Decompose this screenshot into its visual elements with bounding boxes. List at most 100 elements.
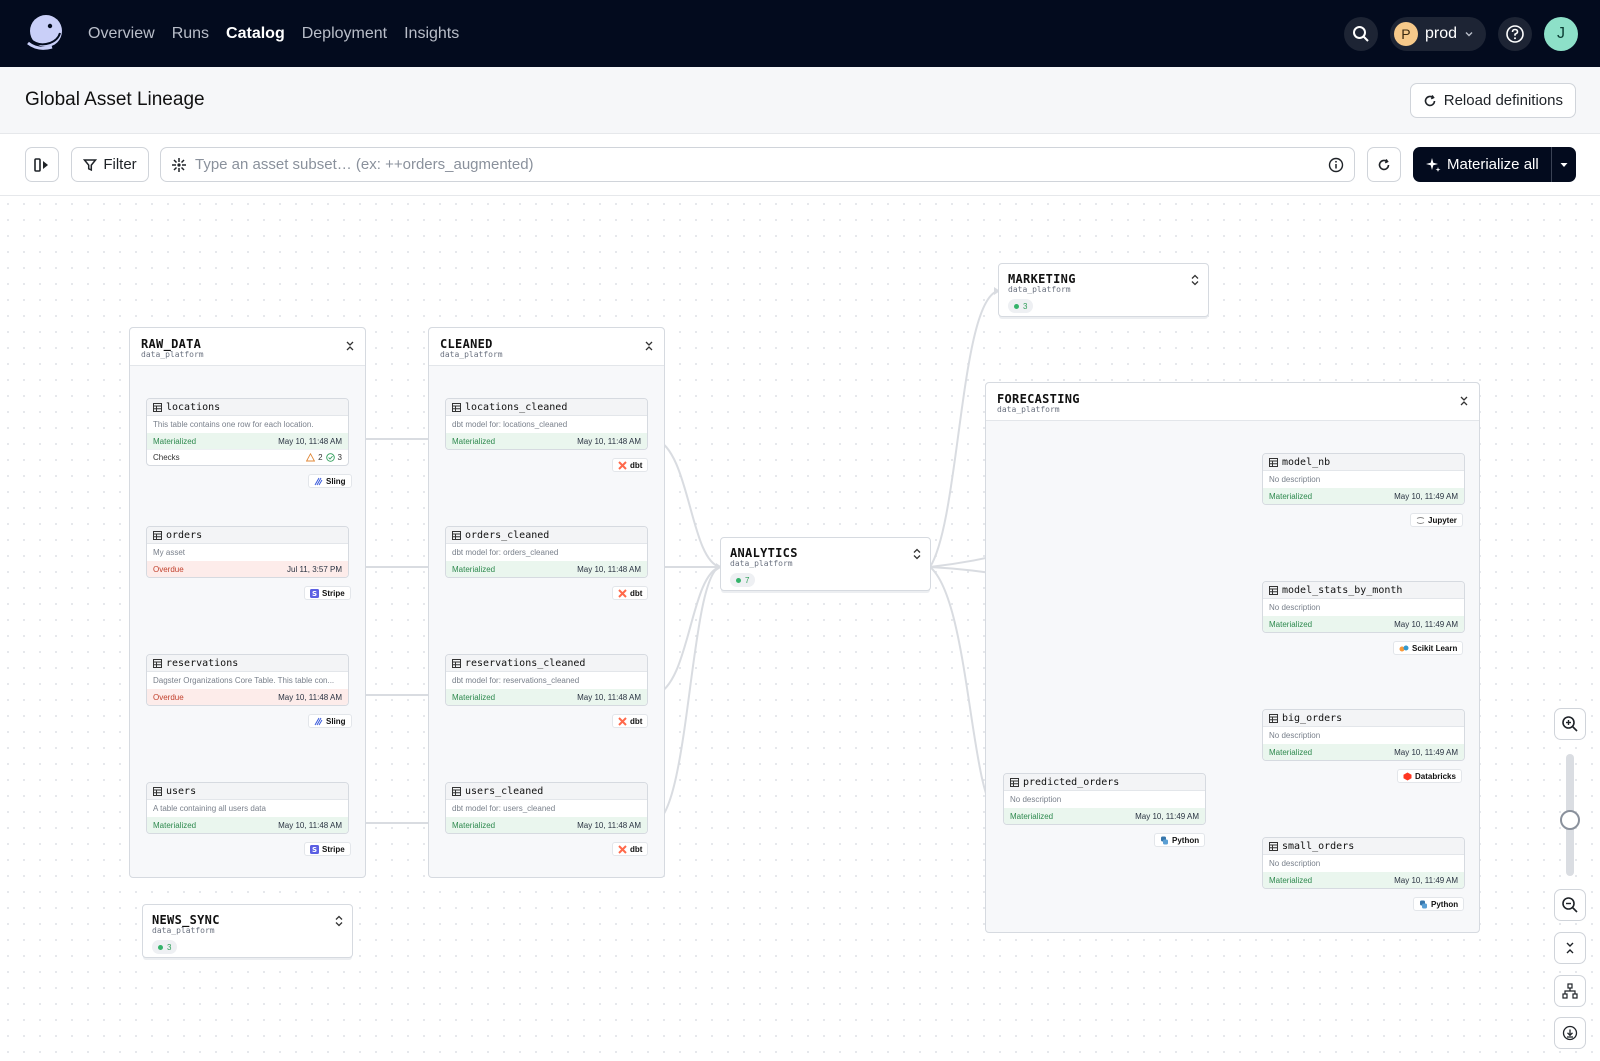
status-label: Materialized (1010, 811, 1054, 821)
collapse-all-button[interactable] (1554, 932, 1586, 964)
nav-insights[interactable]: Insights (404, 24, 460, 42)
info-icon[interactable] (1328, 157, 1344, 173)
asset-node-orders-cleaned[interactable]: orders_cleaned dbt model for: orders_cle… (445, 526, 648, 578)
user-avatar[interactable]: J (1544, 17, 1578, 51)
group-name: RAW_DATA (141, 337, 202, 351)
dbt-icon (618, 588, 627, 598)
asset-checks-row[interactable]: Checks 2 3 (147, 449, 348, 465)
asset-description: dbt model for: orders_cleaned (452, 548, 559, 557)
search-button[interactable] (1343, 17, 1378, 51)
asset-title: model_stats_by_month (1263, 582, 1464, 599)
group-marketing-collapsed[interactable]: MARKETING data_platform 3 (998, 263, 1209, 317)
stripe-icon: S (310, 588, 319, 598)
compute-kind-tag: dbt (612, 714, 649, 728)
asset-selection-input[interactable] (195, 156, 1320, 173)
status-timestamp: May 10, 11:48 AM (577, 692, 641, 702)
layout-button[interactable] (1554, 975, 1586, 1007)
materialize-all-button[interactable]: Materialize all (1413, 147, 1576, 182)
asset-node-locations-cleaned[interactable]: locations_cleaned dbt model for: locatio… (445, 398, 648, 450)
kind-label: Scikit Learn (1412, 643, 1458, 653)
asset-title: predicted_orders (1004, 774, 1205, 791)
asset-node-reservations-cleaned[interactable]: reservations_cleaned dbt model for: rese… (445, 654, 648, 706)
zoom-in-button[interactable] (1554, 708, 1586, 740)
asset-node-locations[interactable]: locations This table contains one row fo… (146, 398, 349, 466)
kind-label: dbt (630, 844, 643, 854)
help-button[interactable] (1498, 17, 1532, 51)
asset-title: small_orders (1263, 838, 1464, 855)
group-header[interactable]: FORECASTING data_platform (986, 383, 1479, 421)
group-header[interactable]: CLEANED data_platform (429, 328, 664, 366)
asset-title: model_nb (1263, 454, 1464, 471)
expand-icon[interactable] (912, 548, 922, 560)
asset-description: No description (1269, 731, 1321, 740)
filter-button[interactable]: Filter (71, 147, 149, 182)
caret-down-icon (1560, 162, 1568, 167)
zoom-out-button[interactable] (1554, 889, 1586, 921)
kind-label: dbt (630, 716, 643, 726)
download-button[interactable] (1554, 1017, 1586, 1049)
asset-description: No description (1269, 603, 1321, 612)
dbt-icon (618, 844, 627, 854)
nav-catalog[interactable]: Catalog (226, 24, 285, 42)
asset-name: model_stats_by_month (1282, 584, 1403, 596)
kind-label: Stripe (322, 844, 345, 854)
nav-overview[interactable]: Overview (88, 24, 155, 42)
filter-label: Filter (103, 156, 137, 173)
asset-title: reservations_cleaned (446, 655, 647, 672)
collapse-icon[interactable] (644, 340, 654, 352)
asset-node-reservations[interactable]: reservations Dagster Organizations Core … (146, 654, 349, 706)
nav-runs[interactable]: Runs (171, 24, 210, 42)
asset-selection-search[interactable] (160, 147, 1355, 182)
asset-node-model-stats-by-month[interactable]: model_stats_by_month No description Mate… (1262, 581, 1465, 633)
compute-kind-tag: Python (1413, 897, 1465, 911)
table-icon (1269, 713, 1278, 723)
asset-name: users_cleaned (465, 785, 544, 797)
group-analytics-collapsed[interactable]: ANALYTICS data_platform 7 (720, 537, 931, 591)
collapse-icon[interactable] (1459, 395, 1469, 407)
dagster-logo-icon[interactable] (24, 13, 64, 53)
asset-node-users[interactable]: users A table containing all users data … (146, 782, 349, 834)
group-location: data_platform (1008, 285, 1071, 294)
asset-title: locations (147, 399, 348, 416)
reload-definitions-button[interactable]: Reload definitions (1409, 83, 1576, 118)
collapse-all-icon (1566, 942, 1574, 954)
nav-deployment[interactable]: Deployment (301, 24, 388, 42)
asset-node-users-cleaned[interactable]: users_cleaned dbt model for: users_clean… (445, 782, 648, 834)
environment-selector[interactable]: P prod (1389, 17, 1486, 51)
refresh-icon (1378, 158, 1390, 170)
status-timestamp: May 10, 11:49 AM (1394, 619, 1458, 629)
databricks-icon (1403, 772, 1412, 780)
group-news-sync-collapsed[interactable]: NEWS_SYNC data_platform 3 (142, 904, 353, 958)
materialize-options-dropdown[interactable] (1552, 162, 1576, 168)
checks-label: Checks (153, 453, 180, 462)
page-header: Global Asset Lineage Reload definitions (0, 67, 1600, 134)
refresh-graph-button[interactable] (1367, 147, 1401, 182)
zoom-out-icon (1562, 897, 1578, 913)
status-label: Materialized (452, 820, 496, 830)
materialize-all-main[interactable]: Materialize all (1413, 147, 1551, 182)
sidebar-toggle-button[interactable] (25, 147, 59, 182)
asset-title: users_cleaned (446, 783, 647, 800)
python-icon (1161, 836, 1168, 844)
expand-icon[interactable] (334, 915, 344, 927)
compute-kind-tag: Sling (308, 474, 352, 488)
sling-icon (314, 477, 323, 485)
asset-description: This table contains one row for each loc… (153, 420, 314, 429)
zoom-slider-handle[interactable] (1560, 810, 1580, 830)
asset-node-predicted-orders[interactable]: predicted_orders No description Material… (1003, 773, 1206, 825)
table-icon (452, 786, 461, 796)
collapse-icon[interactable] (345, 340, 355, 352)
jupyter-icon (1416, 516, 1425, 524)
expand-icon[interactable] (1190, 274, 1200, 286)
sparkle-icon (1426, 157, 1441, 172)
asset-count: 3 (167, 942, 172, 952)
status-timestamp: May 10, 11:48 AM (577, 820, 641, 830)
asset-node-small-orders[interactable]: small_orders No description Materialized… (1262, 837, 1465, 889)
group-header[interactable]: RAW_DATA data_platform (130, 328, 365, 366)
